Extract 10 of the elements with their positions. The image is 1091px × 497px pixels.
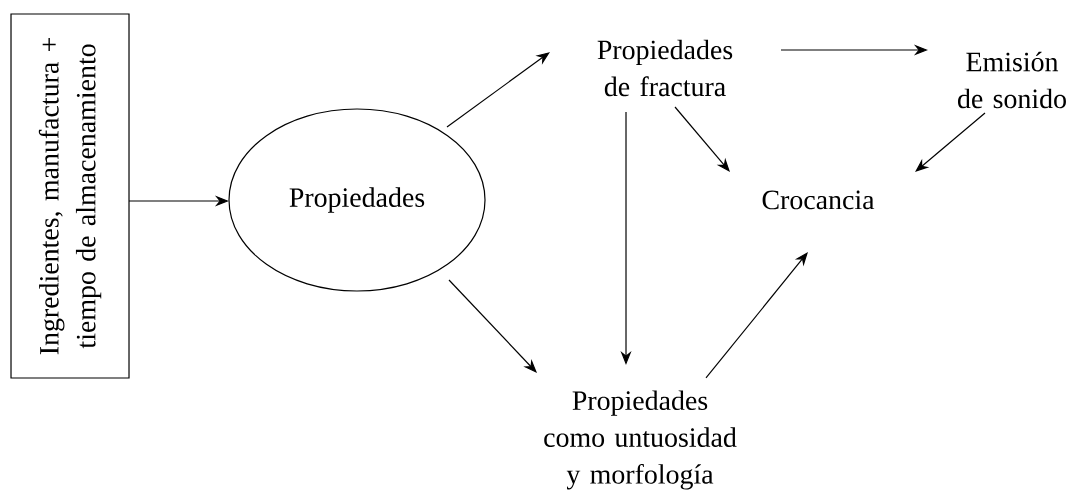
label-text: Propiedades de fractura [597,39,733,97]
arrow [915,112,986,172]
label-text: Crocancia [762,190,875,210]
input-box: Ingredientes, manufactura + tiempo de almacenamiento [10,13,130,379]
arrow [446,52,550,128]
label-text: Emisión de sonido [958,51,1066,109]
arrow [448,279,537,373]
label-text: Propiedades como untuosidad y morfología [544,390,737,490]
arrow [674,106,730,172]
arrow [705,252,808,379]
